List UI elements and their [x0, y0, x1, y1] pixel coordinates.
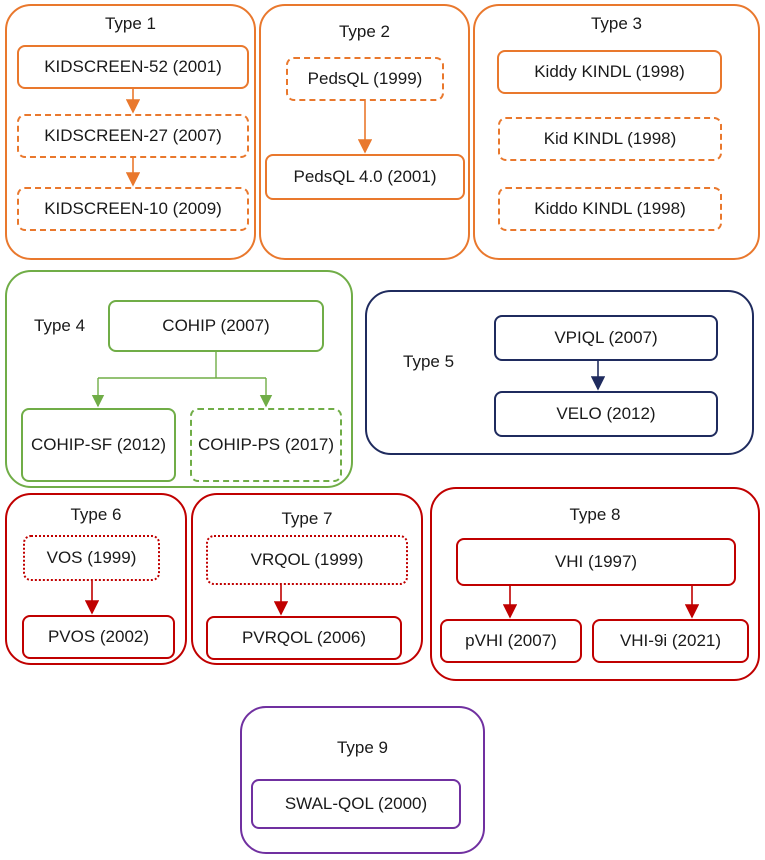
node-cohip-ps: COHIP-PS (2017)	[190, 408, 342, 482]
node-kidscreen-52: KIDSCREEN-52 (2001)	[17, 45, 249, 89]
node-vhi-9i: VHI-9i (2021)	[592, 619, 749, 663]
node-kid-kindl: Kid KINDL (1998)	[498, 117, 722, 161]
group-title: Type 2	[338, 22, 391, 41]
node-swal-qol: SWAL-QOL (2000)	[251, 779, 461, 829]
group-title: Type 1	[104, 14, 157, 33]
group-title: Type 3	[590, 14, 643, 33]
group-title: Type 7	[281, 509, 333, 528]
node-vrqol: VRQOL (1999)	[206, 535, 408, 585]
node-pvos: PVOS (2002)	[22, 615, 175, 659]
node-vos: VOS (1999)	[23, 535, 160, 581]
group-title: Type 9	[336, 738, 389, 757]
group-title: Type 8	[569, 505, 621, 524]
node-pedsql: PedsQL (1999)	[286, 57, 444, 101]
group-type-2: Type 2	[259, 4, 470, 260]
node-vhi: VHI (1997)	[456, 538, 736, 586]
node-cohip-sf: COHIP-SF (2012)	[21, 408, 176, 482]
group-title: Type 6	[70, 505, 122, 524]
group-title: Type 5	[403, 352, 455, 371]
node-kidscreen-10: KIDSCREEN-10 (2009)	[17, 187, 249, 231]
node-kidscreen-27: KIDSCREEN-27 (2007)	[17, 114, 249, 158]
node-cohip: COHIP (2007)	[108, 300, 324, 352]
node-kiddy-kindl: Kiddy KINDL (1998)	[497, 50, 722, 94]
group-title: Type 4	[34, 316, 86, 335]
node-velo: VELO (2012)	[494, 391, 718, 437]
node-pvhi: pVHI (2007)	[440, 619, 582, 663]
node-kiddo-kindl: Kiddo KINDL (1998)	[498, 187, 722, 231]
node-pvrqol: PVRQOL (2006)	[206, 616, 402, 660]
node-vpiql: VPIQL (2007)	[494, 315, 718, 361]
node-pedsql-4: PedsQL 4.0 (2001)	[265, 154, 465, 200]
